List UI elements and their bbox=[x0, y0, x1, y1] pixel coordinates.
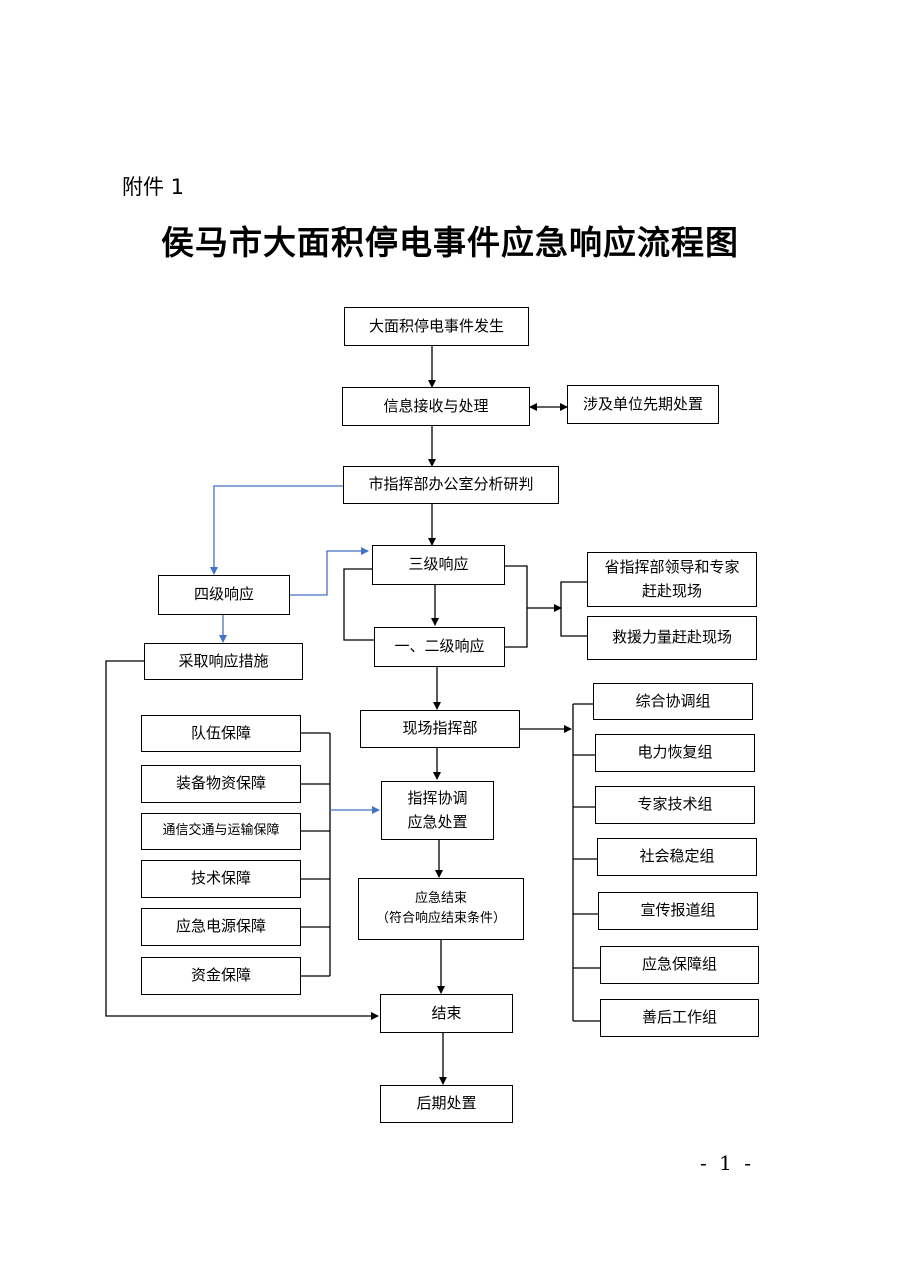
box-info-receive: 信息接收与处理 bbox=[342, 387, 530, 426]
page-number: - 1 - bbox=[700, 1151, 754, 1175]
box-group-power-restore: 电力恢复组 bbox=[595, 734, 755, 772]
box-prior-handling: 涉及单位先期处置 bbox=[567, 385, 719, 424]
box-coordination: 指挥协调应急处置 bbox=[381, 781, 494, 840]
box-guarantee-power: 应急电源保障 bbox=[141, 908, 301, 946]
box-guarantee-technical: 技术保障 bbox=[141, 860, 301, 898]
box-group-stability: 社会稳定组 bbox=[597, 838, 757, 876]
box-level3: 三级响应 bbox=[372, 545, 505, 585]
box-site-hq: 现场指挥部 bbox=[360, 710, 520, 748]
page-title: 侯马市大面积停电事件应急响应流程图 bbox=[161, 223, 739, 262]
box-group-aftermath: 善后工作组 bbox=[600, 999, 759, 1037]
box-guarantee-transport: 通信交通与运输保障 bbox=[141, 813, 301, 850]
box-group-experts: 专家技术组 bbox=[595, 786, 755, 824]
box-measures: 采取响应措施 bbox=[144, 643, 303, 680]
box-provincial: 省指挥部领导和专家赶赴现场 bbox=[587, 552, 757, 607]
annex-label: 附件 1 bbox=[122, 175, 185, 199]
bracket-left-levels bbox=[343, 568, 374, 641]
box-aftermath: 后期处置 bbox=[380, 1085, 513, 1123]
bracket-dispatch bbox=[560, 581, 587, 637]
blue-arrow-level4-to-level3 bbox=[290, 547, 369, 596]
box-level12: 一、二级响应 bbox=[374, 627, 505, 667]
box-analyze: 市指挥部办公室分析研判 bbox=[343, 466, 559, 504]
blue-arrow-analyze-to-level4 bbox=[210, 485, 343, 575]
box-rescue: 救援力量赶赴现场 bbox=[587, 616, 757, 660]
box-guarantee-funding: 资金保障 bbox=[141, 957, 301, 995]
box-group-support: 应急保障组 bbox=[600, 946, 759, 984]
box-group-publicity: 宣传报道组 bbox=[598, 892, 758, 930]
box-guarantee-team: 队伍保障 bbox=[141, 715, 301, 752]
box-response-end: 应急结束（符合响应结束条件） bbox=[358, 878, 524, 940]
box-guarantee-equipment: 装备物资保障 bbox=[141, 765, 301, 803]
box-group-coordination: 综合协调组 bbox=[593, 683, 753, 720]
arrow-measures-to-finish bbox=[105, 660, 379, 1020]
box-finish: 结束 bbox=[380, 994, 513, 1033]
box-level4: 四级响应 bbox=[158, 575, 290, 615]
bracket-right-levels bbox=[505, 565, 528, 648]
box-event-occurs: 大面积停电事件发生 bbox=[344, 307, 529, 346]
